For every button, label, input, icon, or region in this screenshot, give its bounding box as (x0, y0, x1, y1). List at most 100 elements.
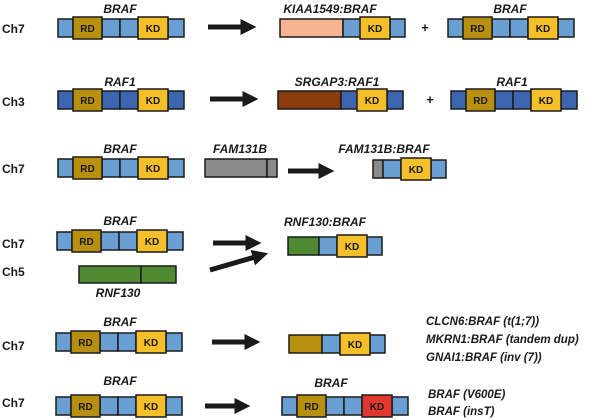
exon-segment (101, 18, 121, 38)
rnf130-segment (78, 265, 142, 284)
rd-domain (70, 330, 101, 354)
fusion-label: KIAA1549:BRAF (283, 2, 377, 16)
kd-domain (136, 229, 168, 253)
rnf130-braf-fusion-diagram: KD (287, 234, 383, 258)
kd-domain (400, 157, 432, 181)
kd-domain (135, 394, 167, 418)
exon-segment (57, 90, 74, 110)
kd-label: KD (348, 340, 362, 351)
fusion-note: CLCN6:BRAF (t(1;7)) (426, 316, 539, 328)
rd-domain (296, 394, 327, 418)
mutation-note: BRAF (V600E) (428, 389, 505, 401)
kiaa1549-segment (279, 18, 344, 38)
kd-label: KD (365, 96, 379, 107)
plus-sign: + (426, 92, 434, 107)
kd-label: KD (146, 24, 160, 35)
row-kiaa1549-braf: Ch7 BRAF RD KD KIAA1549:BRAF KD + BRAF RD… (2, 2, 575, 40)
exon-segment (342, 18, 362, 38)
exon-segment (321, 334, 341, 354)
gene-label-braf: BRAF (103, 2, 137, 16)
fam131b-segment (372, 159, 384, 179)
exon-segment (165, 396, 183, 416)
exon-segment (512, 90, 532, 110)
chromosome-label: Ch7 (2, 162, 25, 176)
exon-segment (491, 18, 511, 38)
braf-gene-diagram: RD KD (57, 16, 185, 40)
exon-segment (509, 18, 529, 38)
rd-label: RD (78, 402, 92, 413)
partner-gene-label: RNF130 (96, 286, 141, 300)
exon-segment (450, 90, 467, 110)
srgap3-raf1-fusion-diagram: KD (277, 88, 404, 112)
arrow-icon (209, 249, 269, 273)
fusion-label: FAM131B:BRAF (338, 142, 430, 156)
exon-segment (369, 334, 386, 354)
fam131b-braf-fusion-diagram: KD (372, 157, 447, 181)
exon-segment (55, 396, 72, 416)
rd-domain (465, 88, 496, 112)
kd-label: KD (370, 402, 384, 413)
rnf130-gene-diagram (78, 265, 177, 284)
rd-domain (71, 229, 102, 253)
chromosome-label: Ch7 (2, 22, 25, 36)
exon-segment (167, 90, 185, 110)
kd-label: KD (146, 164, 160, 175)
exon-segment (55, 332, 72, 352)
chromosome-label: Ch7 (2, 339, 25, 353)
exon-segment (101, 90, 121, 110)
exon-segment (117, 396, 137, 416)
kd-label: KD (146, 96, 160, 107)
exon-segment (389, 18, 406, 38)
gene-label-braf: BRAF (493, 2, 527, 16)
plus-sign: + (421, 20, 429, 35)
rd-label: RD (80, 96, 94, 107)
rd-label: RD (470, 24, 484, 35)
kd-label: KD (145, 237, 159, 248)
rd-domain (70, 394, 101, 418)
exon-segment (166, 231, 184, 251)
kd-label: KD (144, 402, 158, 413)
kd-label: KD (536, 24, 550, 35)
exon-segment (56, 231, 73, 251)
kd-domain (336, 234, 368, 258)
kd-label: KD (539, 96, 553, 107)
exon-segment (281, 396, 298, 416)
rd-label: RD (79, 237, 93, 248)
exon-segment (386, 90, 404, 110)
rd-domain (462, 16, 493, 40)
exon-segment (117, 332, 137, 352)
exon-segment (382, 159, 402, 179)
exon-segment (557, 18, 575, 38)
kd-label: KD (345, 242, 359, 253)
rd-label: RD (80, 24, 94, 35)
gene-label-braf: BRAF (103, 315, 137, 329)
exon-segment (318, 236, 338, 256)
kd-domain (361, 394, 393, 418)
exon-segment (119, 18, 139, 38)
rd-domain (72, 88, 103, 112)
braf-gene-diagram: RD KD (55, 394, 183, 418)
exon-segment (494, 90, 514, 110)
kd-domain (530, 88, 562, 112)
raf1-gene-diagram: RD KD (57, 88, 185, 112)
partner-segment (288, 334, 323, 354)
exon-segment (325, 396, 345, 416)
gene-label-braf: BRAF (314, 376, 348, 390)
kd-domain (339, 332, 371, 356)
fam131b-gene-diagram (204, 158, 278, 178)
partner-gene-label: FAM131B (213, 142, 267, 156)
kd-label: KD (409, 165, 423, 176)
kiaa1549-braf-fusion-diagram: KD (279, 16, 406, 40)
gene-label-raf1: RAF1 (104, 75, 136, 89)
fam131b-segment (266, 158, 278, 178)
exon-segment (560, 90, 578, 110)
exon-segment (57, 158, 74, 178)
